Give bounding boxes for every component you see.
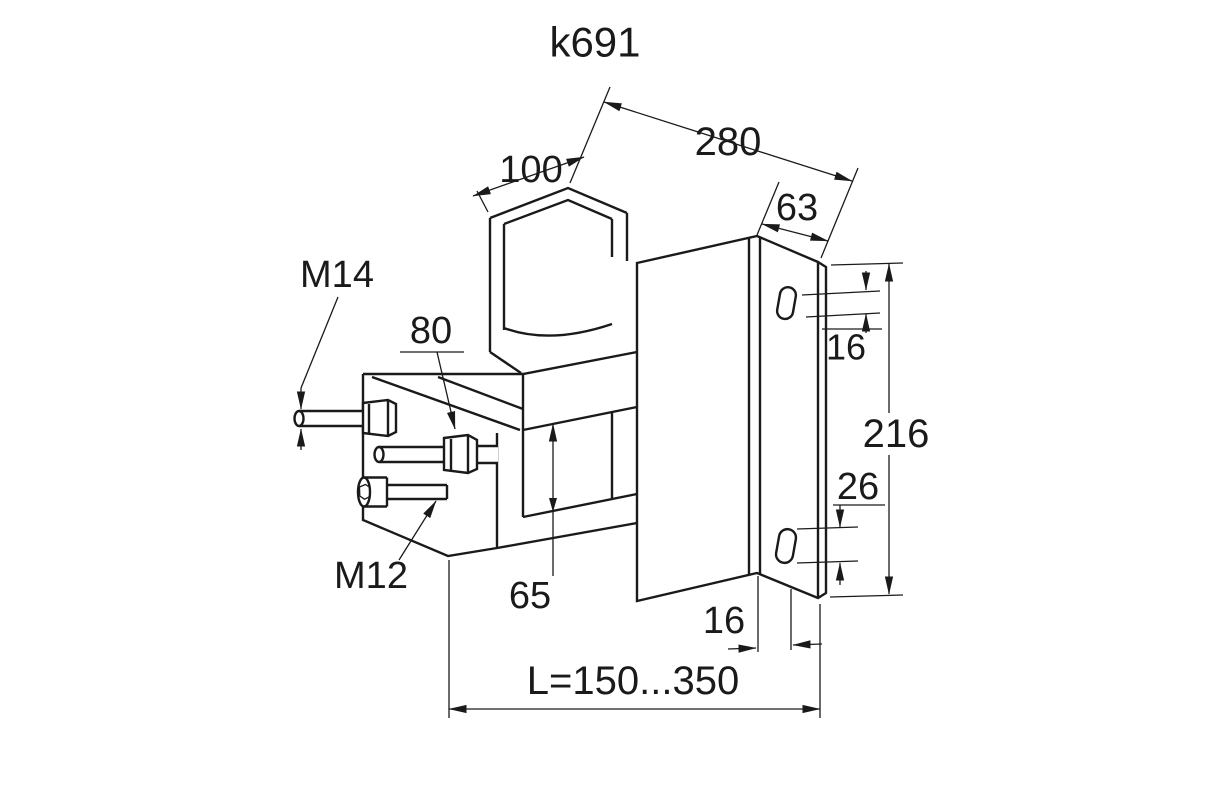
- label-mask: [867, 413, 925, 455]
- dim-overall-width-label: 280: [695, 120, 762, 164]
- extension-line: [756, 181, 780, 236]
- plate-outline: [635, 234, 828, 603]
- dim-flange-width-label: 63: [776, 187, 818, 229]
- dim-channel-width: 100: [472, 149, 585, 213]
- dim-length-range: L=150...350: [448, 560, 821, 718]
- dim-arm-profile-height: 65: [509, 423, 558, 617]
- stud-m12-shaft: [387, 483, 449, 501]
- stud-middle-hex-facets: [449, 435, 470, 473]
- arrow-line-right: [792, 640, 823, 649]
- dim-bottom-slot-length-label: 26: [837, 466, 879, 508]
- stud-middle-tip: [373, 445, 385, 464]
- upper-slot-hole: [775, 286, 798, 321]
- dimension-line: [603, 101, 853, 182]
- extension-lines: [796, 526, 859, 564]
- dim-length-range-label: L=150...350: [527, 659, 739, 703]
- dim-plate-height: 216: [829, 262, 930, 598]
- dim-top-slot-offset-label: 16: [826, 327, 866, 368]
- stud-m14-shaft-mask: [299, 411, 363, 426]
- stud-m12: [356, 476, 449, 508]
- dim-stud-length: 80: [400, 310, 464, 430]
- stud-m12-socket-hex: [358, 483, 371, 500]
- lower-thread-label: M12: [334, 555, 408, 597]
- upper-thread-label: M14: [300, 254, 374, 296]
- dim-flange-width: 63: [756, 181, 829, 242]
- leader-line: [300, 296, 339, 389]
- stud-m14-tip: [293, 409, 305, 428]
- leader-line: [398, 500, 437, 561]
- dim-stud-length-label: 80: [410, 310, 452, 352]
- stud-middle: [373, 433, 498, 475]
- stud-m12-shaft-mask: [387, 485, 447, 499]
- dim-top-slot-offset: 16: [801, 271, 882, 368]
- arrow-line-left: [727, 644, 757, 653]
- extension-lines: [448, 560, 821, 718]
- stud-middle-shaft-mask: [379, 447, 444, 462]
- mounting-plate: [635, 234, 828, 603]
- leader-line: [436, 351, 456, 430]
- stud-middle-stub: [477, 444, 498, 465]
- drawing-title: k691: [549, 19, 640, 66]
- bracket-part: [293, 186, 828, 603]
- extension-lines: [829, 262, 904, 598]
- dim-bottom-slot-width-label: 16: [703, 600, 745, 642]
- dim-bottom-slot-width: 16: [703, 576, 823, 653]
- stud-m12-head: [364, 476, 389, 508]
- dim-overall-width: 280: [569, 86, 859, 259]
- plate-bend-lines: [747, 237, 762, 575]
- dim-arm-profile-height-label: 65: [509, 575, 551, 617]
- stud-middle-stub-mask: [477, 446, 498, 463]
- dimension-line: [761, 223, 829, 242]
- stud-m14-shaft: [299, 409, 363, 428]
- mid-arrowhead: [549, 498, 557, 512]
- stud-middle-shaft: [379, 445, 444, 464]
- stud-m14: [293, 398, 398, 438]
- stud-m14-hex-facets: [367, 400, 390, 436]
- extension-lines: [757, 576, 792, 652]
- dimension-line: [472, 156, 585, 197]
- arm-edges: [361, 350, 638, 558]
- arm-channel: [361, 350, 638, 558]
- dim-channel-width-label: 100: [499, 149, 562, 191]
- callout-upper-thread: M14: [296, 254, 374, 450]
- dim-plate-height-label: 216: [863, 412, 930, 456]
- lower-slot-hole: [774, 527, 798, 565]
- stud-middle-hex-nut: [442, 433, 479, 475]
- dim-bottom-slot-length: 26: [796, 466, 885, 585]
- callout-lower-thread: M12: [334, 500, 437, 597]
